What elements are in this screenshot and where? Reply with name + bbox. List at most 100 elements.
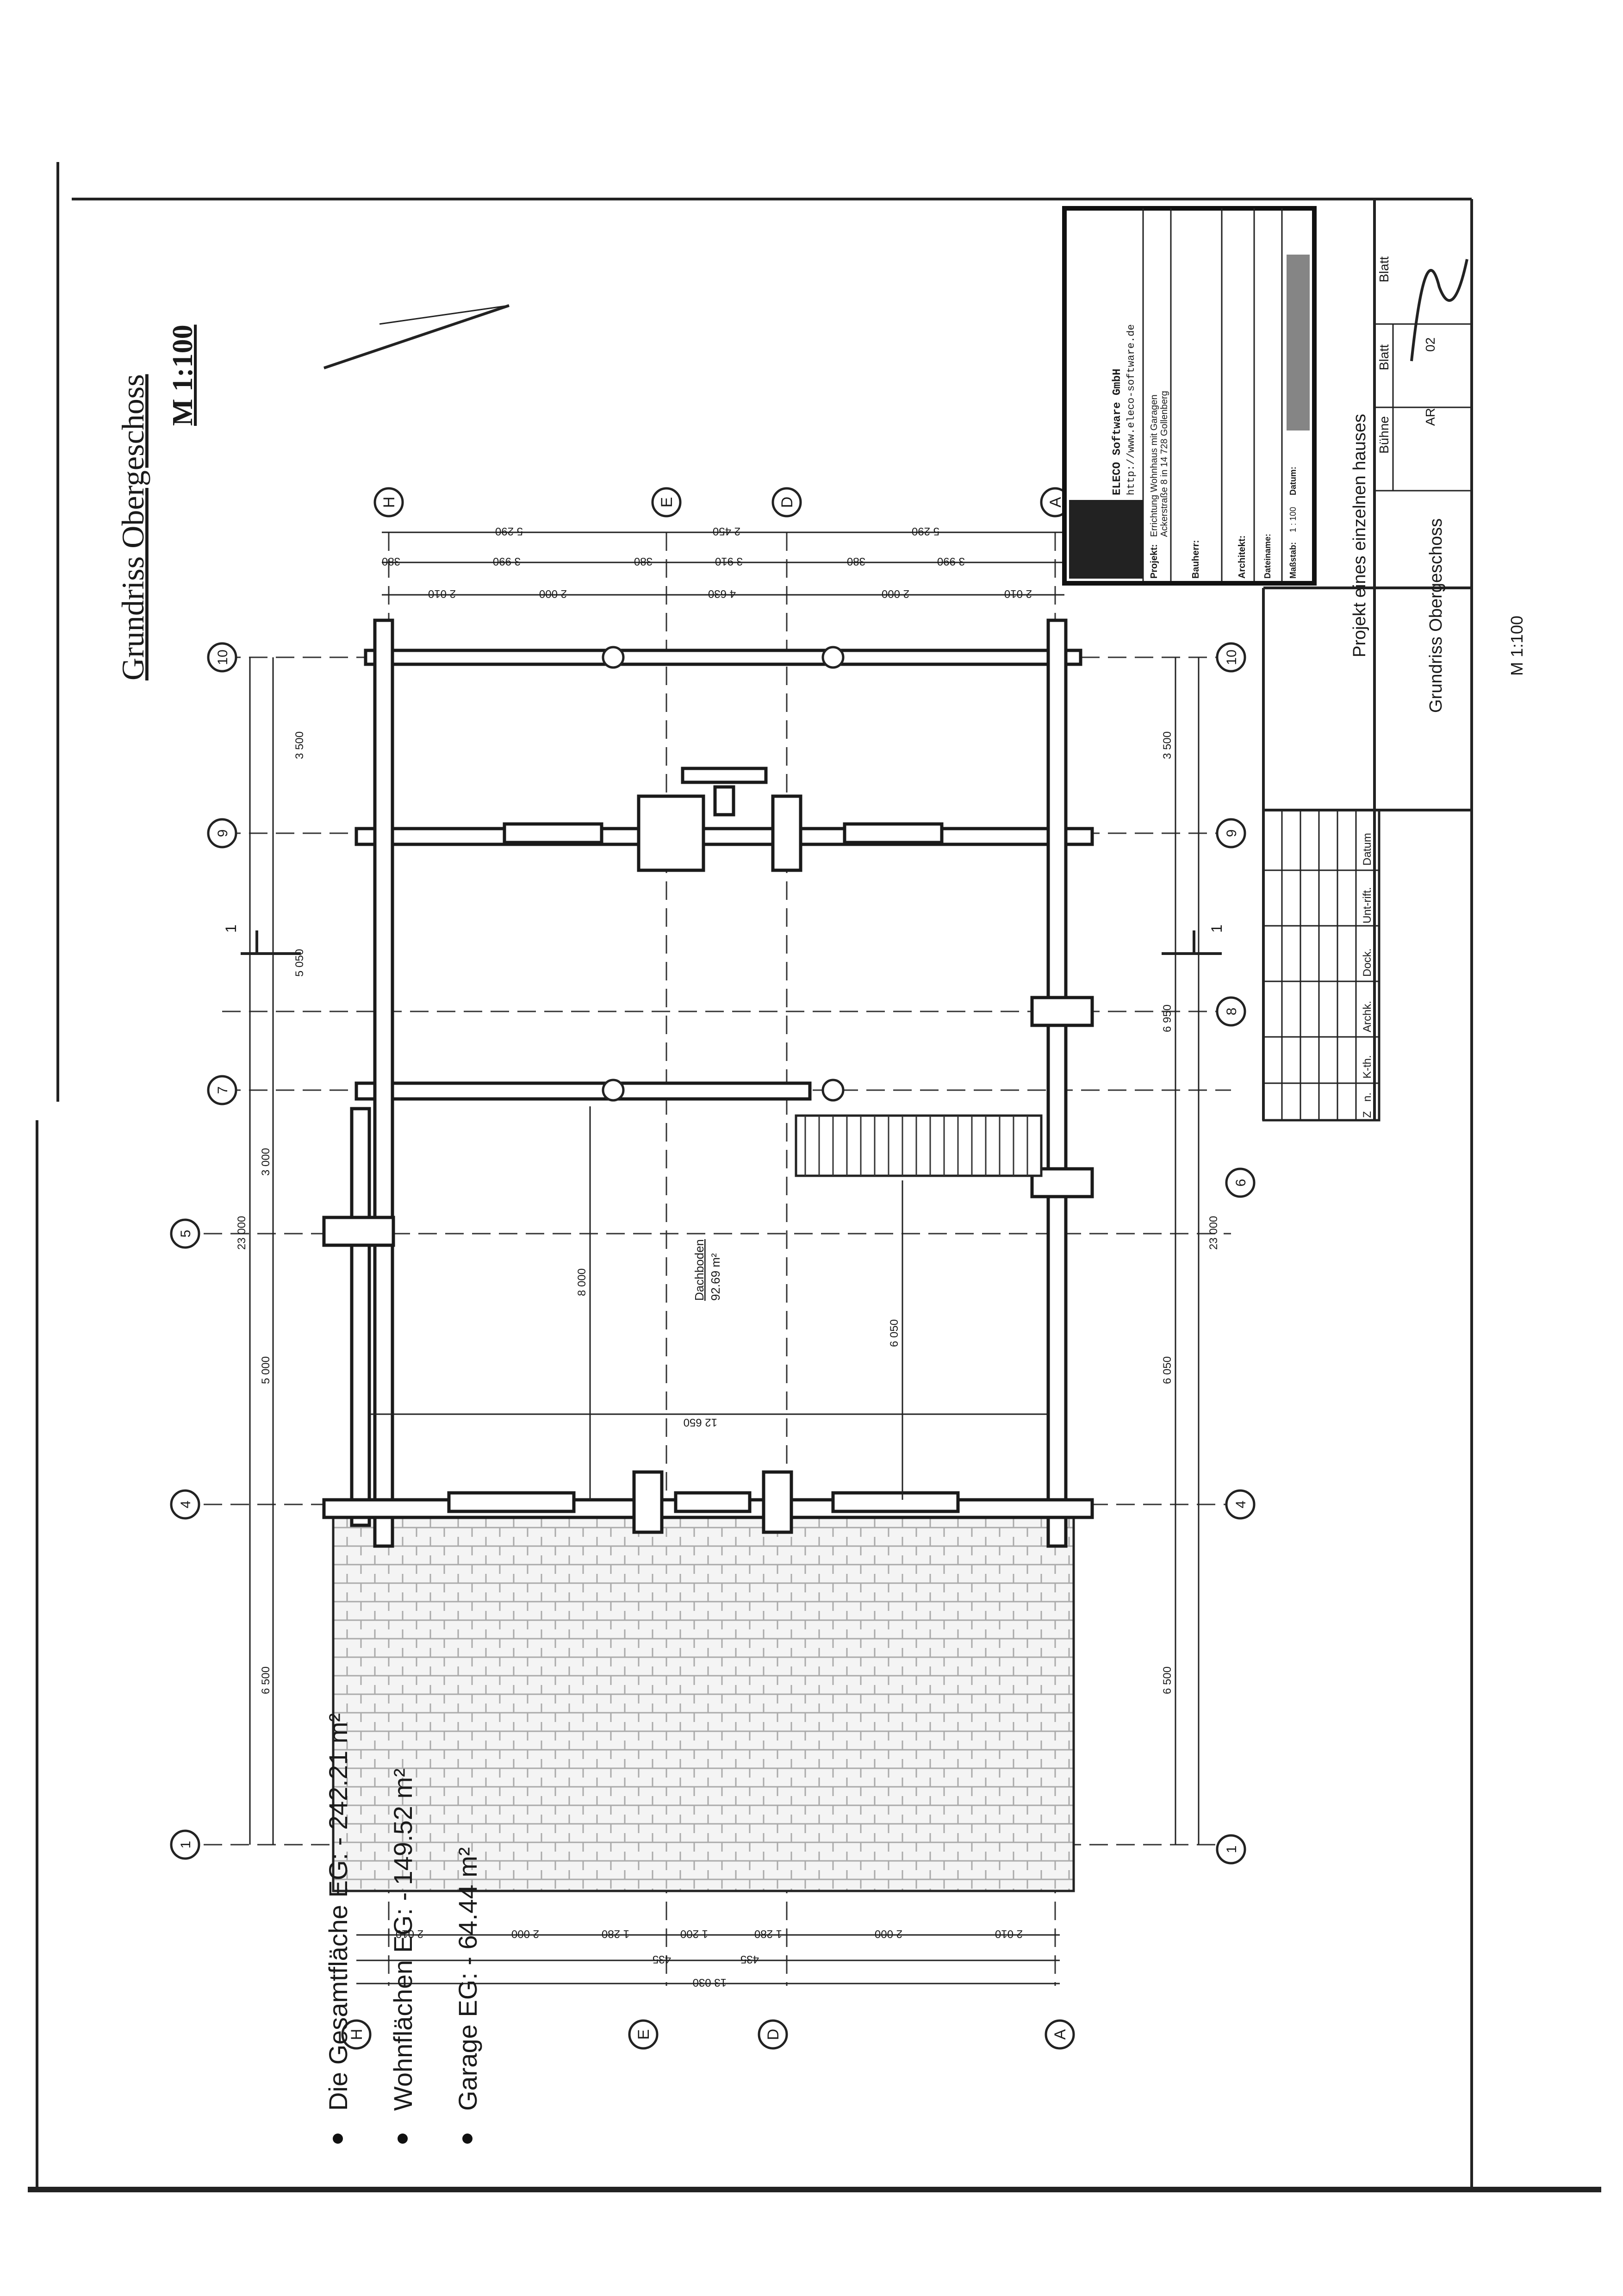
svg-text:9: 9 (1224, 830, 1239, 837)
svg-text:Z: Z (1361, 1111, 1374, 1118)
room-area: 92.69 m² (709, 1253, 722, 1301)
svg-text:Bühne: Bühne (1377, 416, 1391, 454)
svg-text:1: 1 (223, 924, 239, 933)
svg-text:2 000: 2 000 (875, 1928, 902, 1940)
svg-text:2 010: 2 010 (1004, 587, 1032, 600)
axis-labels-top: H E D A (373, 487, 1070, 518)
svg-text:2 010: 2 010 (396, 1928, 423, 1940)
dimension-lines (249, 531, 1200, 1984)
north-arrow-icon (323, 304, 510, 369)
svg-text:AR: AR (1423, 408, 1437, 426)
svg-text:Blatt: Blatt (1377, 256, 1391, 282)
svg-text:ELECO Software GmbH: ELECO Software GmbH (1111, 368, 1124, 495)
svg-text:A: A (1047, 497, 1064, 507)
svg-text:2 000: 2 000 (511, 1928, 539, 1940)
scale-heading: M 1:100 (167, 324, 199, 426)
svg-text:1 280: 1 280 (754, 1928, 782, 1940)
svg-text:Projekt:: Projekt: (1149, 544, 1159, 579)
svg-text:6: 6 (1233, 1179, 1249, 1187)
svg-text:Archk.: Archk. (1361, 1001, 1374, 1032)
svg-text:http://www.eleco-software.de: http://www.eleco-software.de (1126, 324, 1137, 495)
svg-text:10: 10 (215, 649, 230, 665)
svg-text:K-th.: K-th. (1361, 1055, 1374, 1079)
svg-text:8: 8 (1224, 1008, 1239, 1016)
svg-text:2 000: 2 000 (539, 587, 567, 600)
svg-text:380: 380 (847, 555, 865, 568)
axis-labels-right: 10 9 8 6 4 1 (1216, 642, 1256, 1865)
svg-text:2 010: 2 010 (995, 1928, 1023, 1940)
svg-text:Ackerstraße 8 in 14 728 Gollen: Ackerstraße 8 in 14 728 Gollenberg (1159, 391, 1169, 537)
svg-text:6 050: 6 050 (1161, 1356, 1174, 1384)
svg-text:4 630: 4 630 (708, 587, 736, 600)
svg-text:Blatt: Blatt (1377, 344, 1391, 370)
title-scale: M 1:100 (1507, 616, 1526, 676)
dimension-texts-bottom: 2 010 2 000 1 280 1 200 1 280 2 000 2 01… (396, 1928, 1023, 1989)
svg-text:H: H (348, 2029, 366, 2040)
svg-text:1 200: 1 200 (680, 1928, 708, 1940)
axis-labels-bottom: H E D A (341, 2019, 1075, 2050)
svg-text:Datum: Datum (1361, 833, 1374, 866)
svg-text:H: H (380, 497, 398, 508)
svg-text:23 000: 23 000 (1207, 1216, 1220, 1250)
svg-text:D: D (765, 2029, 782, 2040)
svg-text:3 990: 3 990 (493, 555, 521, 568)
svg-text:4: 4 (178, 1501, 193, 1509)
svg-text:12 650: 12 650 (684, 1416, 717, 1429)
dimension-texts-left: 3 500 5 050 3 000 23 000 5 000 6 500 (236, 731, 306, 1694)
area-total: Die Gesamtfläche EG: - 242.21 m² (323, 1713, 353, 2111)
axis-labels-left: 10 9 7 5 4 1 (170, 642, 237, 1860)
area-summary: Die Gesamtfläche EG: - 242.21 m² Wohnflä… (323, 1713, 482, 2144)
walls (322, 618, 1094, 1548)
svg-text:9: 9 (215, 830, 230, 837)
svg-text:Datum:: Datum: (1288, 467, 1298, 495)
svg-text:435: 435 (740, 1953, 759, 1965)
area-garage: Garage EG: - 64.44 m² (453, 1847, 482, 2111)
svg-text:Errichtung Wohnhaus mit Garage: Errichtung Wohnhaus mit Garagen (1149, 394, 1159, 537)
svg-text:380: 380 (634, 555, 653, 568)
dimension-texts-inner: 8 000 6 050 12 650 (370, 1106, 1048, 1500)
svg-text:5 290: 5 290 (912, 525, 939, 537)
svg-text:6 050: 6 050 (888, 1319, 901, 1347)
bullet-icon (462, 2134, 473, 2144)
svg-text:8 000: 8 000 (576, 1268, 588, 1296)
svg-text:435: 435 (653, 1953, 671, 1965)
svg-text:Unt-rift.: Unt-rift. (1361, 887, 1374, 923)
svg-text:D: D (778, 497, 796, 508)
revision-table: Z n. K-th. Archk. Dock. Unt-rift. Datum (1262, 809, 1380, 1122)
company-stamp: ELECO Software GmbH http://www.eleco-sof… (1062, 206, 1317, 586)
svg-text:2 450: 2 450 (713, 525, 740, 537)
signature-mark (1410, 259, 1468, 362)
svg-text:3 500: 3 500 (293, 731, 306, 759)
svg-text:7: 7 (215, 1086, 230, 1094)
svg-text:02: 02 (1423, 337, 1437, 352)
svg-text:1 280: 1 280 (602, 1928, 629, 1940)
svg-text:E: E (635, 2029, 653, 2040)
svg-text:E: E (658, 497, 676, 508)
staircase (795, 1114, 1043, 1177)
svg-text:1: 1 (1224, 1846, 1239, 1853)
svg-text:2 000: 2 000 (882, 587, 909, 600)
svg-text:5 050: 5 050 (293, 949, 306, 977)
posts (602, 646, 845, 1102)
svg-text:6 950: 6 950 (1161, 1004, 1174, 1032)
garage-area (332, 1505, 1075, 1892)
svg-text:Dock.: Dock. (1361, 948, 1374, 977)
bullet-icon (398, 2134, 408, 2144)
section-marker-left: 1 (223, 924, 301, 955)
svg-text:6 500: 6 500 (260, 1666, 272, 1694)
svg-text:5: 5 (178, 1230, 193, 1238)
svg-text:Maßstab:: Maßstab: (1288, 542, 1298, 579)
svg-text:10: 10 (1224, 649, 1239, 665)
svg-text:3 500: 3 500 (1161, 731, 1174, 759)
svg-text:380: 380 (382, 555, 400, 568)
svg-text:4: 4 (1233, 1501, 1249, 1509)
svg-text:Bauherr:: Bauherr: (1191, 540, 1201, 579)
svg-text:23 000: 23 000 (236, 1216, 248, 1250)
sheet-title: Grundriss Obergeschoss (115, 374, 150, 680)
dimension-texts-top: 5 290 2 450 5 290 380 3 990 380 3 910 38… (382, 525, 1032, 600)
company-logo (1069, 500, 1143, 579)
svg-text:A: A (1051, 2029, 1069, 2040)
svg-text:n.: n. (1361, 1092, 1374, 1102)
svg-text:Dateiname:: Dateiname: (1263, 534, 1272, 579)
